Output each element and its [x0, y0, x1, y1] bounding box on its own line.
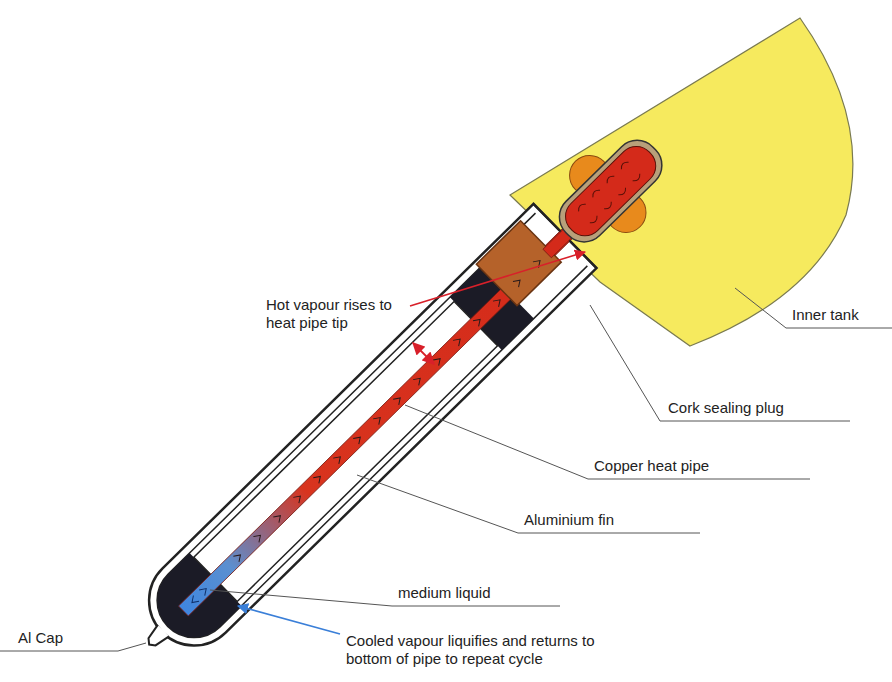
vapour-flow-arrows — [493, 297, 503, 307]
vapour-flow-arrows — [273, 513, 283, 523]
vapour-flow-arrows — [605, 174, 628, 197]
part-label: Inner tank — [792, 306, 859, 324]
vapour-flow-arrows — [353, 434, 363, 444]
vapour-flow-arrows — [393, 395, 403, 405]
vapour-flow-arrows — [433, 356, 443, 366]
vapour-flow-arrows — [199, 586, 209, 596]
vapour-flow-arrows — [293, 493, 303, 503]
part-label: Cork sealing plug — [668, 399, 784, 417]
part-label: Al Cap — [18, 629, 63, 647]
wall-arrow — [413, 343, 434, 364]
vapour-flow-arrows — [513, 277, 523, 287]
vapour-flow-arrows — [577, 202, 600, 225]
vapour-flow-arrows — [473, 317, 483, 327]
heat-pipe-leader — [405, 405, 810, 479]
inner-glass — [142, 213, 588, 653]
vapour-flow-arrows — [619, 160, 642, 183]
leader-lines — [0, 288, 892, 651]
vapour-flow-arrows — [413, 375, 423, 385]
vapour-flow-arrows — [233, 552, 243, 562]
cooled-vapour-arrow — [238, 606, 340, 634]
part-label: Copper heat pipe — [594, 457, 709, 475]
vapour-flow-arrows — [333, 454, 343, 464]
callout-label: Cooled vapour liquifies and returns to b… — [346, 632, 638, 668]
vapour-flow-arrows — [453, 336, 463, 346]
vapour-flow-arrows — [189, 596, 199, 606]
fin-leader — [357, 475, 700, 533]
vapour-flow-arrows — [373, 415, 383, 425]
vapour-flow-arrows — [253, 532, 263, 542]
evacuated-tube — [117, 116, 686, 678]
vapour-flow-arrows — [184, 160, 642, 610]
vapour-flow-arrows — [313, 474, 323, 484]
hot-vapour-arrow — [410, 252, 585, 306]
vapour-flow-arrows — [591, 188, 614, 211]
outer-glass — [130, 204, 596, 664]
al-cap — [144, 625, 169, 650]
inner-tank-leader — [735, 288, 892, 328]
condenser-bulb — [558, 139, 663, 243]
callout-label: Hot vapour rises to heat pipe tip — [266, 296, 412, 332]
condenser-bulb-shell — [550, 131, 671, 251]
part-label: Aluminium fin — [524, 511, 614, 529]
part-label: medium liquid — [398, 584, 491, 602]
medium-liquid-leader — [210, 590, 560, 606]
